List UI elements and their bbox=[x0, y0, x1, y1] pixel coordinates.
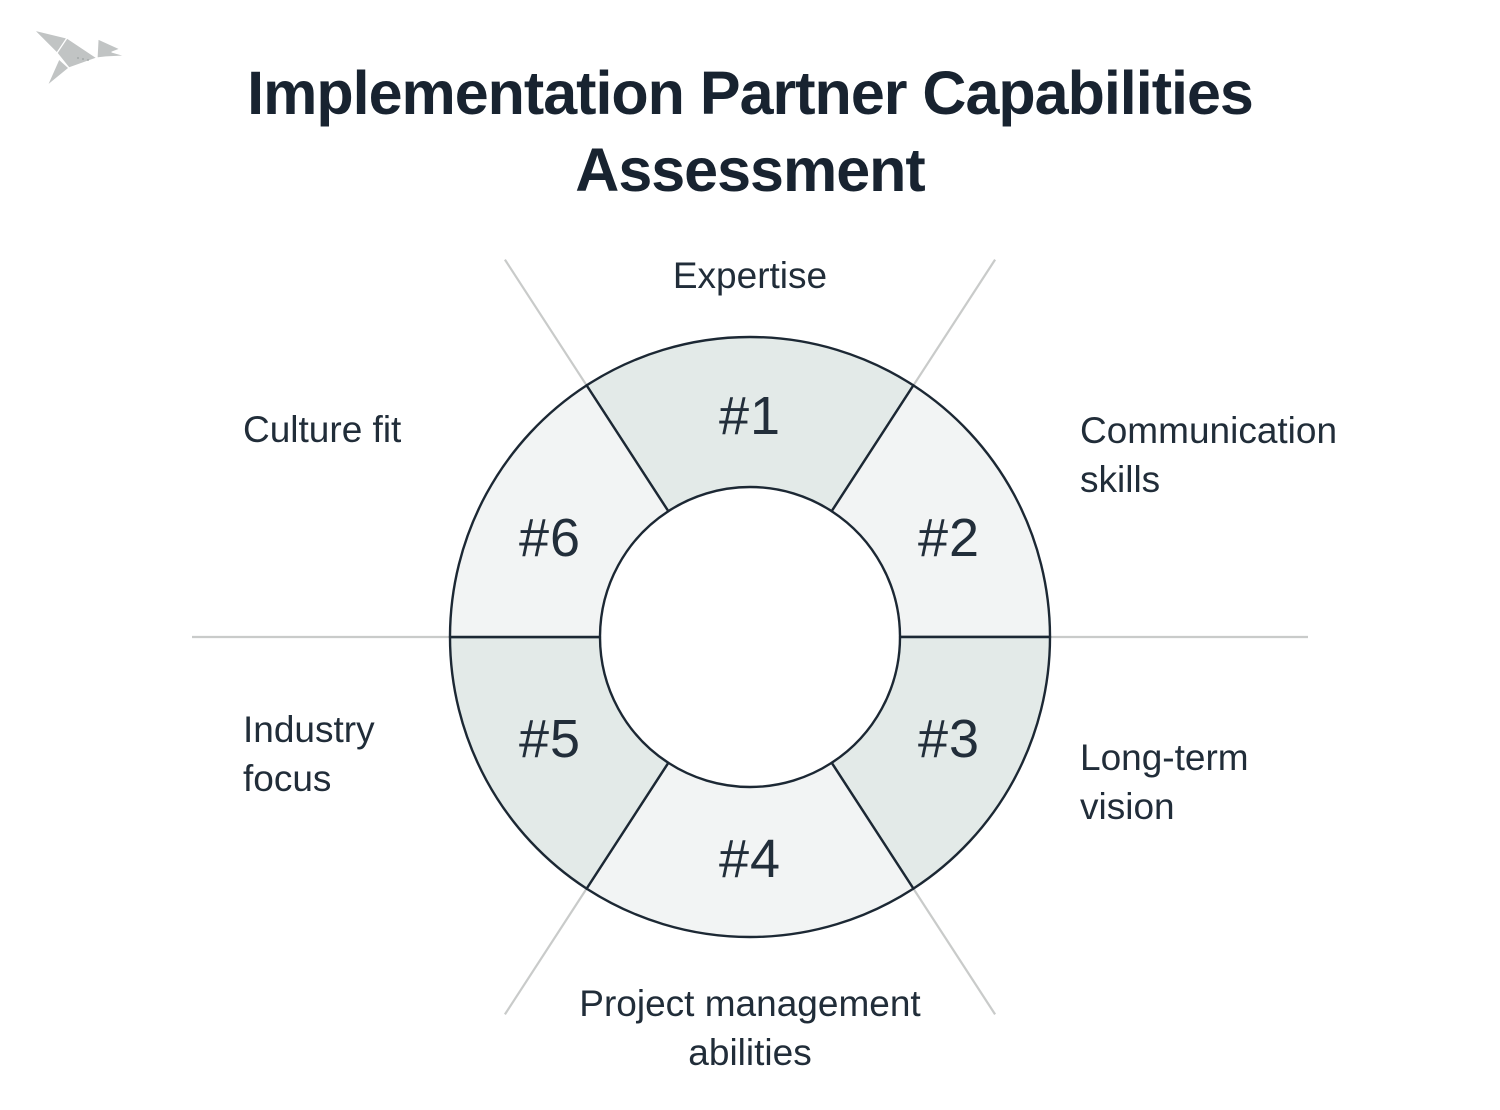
guide-line-upper-left bbox=[503, 259, 588, 386]
segment-4-number: #4 bbox=[719, 829, 781, 889]
label-project-management-abilities: Project management abilities bbox=[0, 979, 1500, 1077]
origami-bird-icon bbox=[33, 29, 127, 87]
segment-4 bbox=[585, 761, 915, 939]
segment-5-number: #5 bbox=[519, 709, 581, 769]
page-title: Implementation Partner Capabilities Asse… bbox=[247, 59, 1254, 204]
segment-2 bbox=[830, 384, 1052, 639]
fold-dots bbox=[77, 57, 89, 61]
guide-lines bbox=[192, 259, 1308, 1015]
origami-bird-logo bbox=[33, 29, 127, 87]
label-project-text: Project management abilities bbox=[579, 983, 921, 1073]
label-industry-focus: Industry focus bbox=[243, 709, 375, 799]
donut-segments bbox=[448, 335, 1052, 939]
guide-line-lower-left bbox=[503, 888, 588, 1015]
guide-line-lower-right bbox=[912, 888, 997, 1015]
segment-6-number: #6 bbox=[519, 508, 581, 568]
label-culture-fit: Culture fit bbox=[243, 409, 402, 450]
label-expertise: Expertise bbox=[672, 255, 828, 296]
label-long-term-vision: Long-term vision bbox=[1080, 737, 1249, 827]
segment-2-number: #2 bbox=[918, 508, 980, 568]
segment-3 bbox=[830, 635, 1052, 890]
segment-3-number: #3 bbox=[918, 709, 980, 769]
segment-6 bbox=[448, 384, 670, 639]
segment-5 bbox=[448, 635, 670, 890]
segment-1 bbox=[585, 335, 915, 513]
label-communication-skills: Communication skills bbox=[1080, 410, 1338, 500]
segment-numbers: #1 #2 #3 #4 #5 #6 bbox=[519, 386, 980, 889]
guide-line-upper-right bbox=[912, 259, 997, 386]
segment-1-number: #1 bbox=[719, 386, 781, 446]
